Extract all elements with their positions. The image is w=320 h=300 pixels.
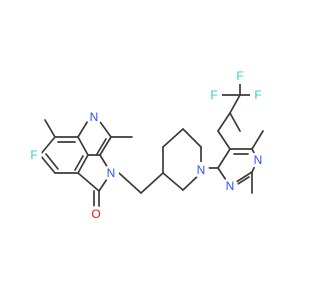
- bond: [229, 94, 241, 114]
- bond: [182, 128, 202, 148]
- fluorine-label: F: [254, 88, 261, 102]
- bond: [74, 155, 84, 171]
- bond: [39, 136, 56, 156]
- nitrogen-label: N: [254, 153, 263, 167]
- nitrogen-label: N: [107, 166, 116, 180]
- oxygen-label: O: [91, 207, 100, 221]
- molecule-structure-diagram: F N N O N N N F F F: [26, 68, 266, 222]
- nitrogen-label: N: [90, 110, 99, 124]
- bond: [77, 118, 90, 138]
- bond: [217, 112, 231, 132]
- bond: [77, 154, 89, 174]
- fluorine-label: F: [236, 69, 243, 83]
- bond: [251, 130, 264, 150]
- bond: [77, 136, 89, 156]
- fluorine-label: F: [30, 148, 37, 162]
- bond: [229, 112, 241, 132]
- fluorine-label: F: [210, 88, 217, 102]
- bond: [99, 136, 112, 156]
- nitrogen-label: N: [197, 163, 206, 177]
- bond: [118, 172, 142, 194]
- bond: [77, 172, 100, 192]
- atom-labels: F N N O N N N F F F: [26, 68, 266, 222]
- bond: [217, 148, 231, 169]
- bond: [39, 154, 56, 174]
- bond: [162, 128, 184, 148]
- bond: [96, 138, 107, 155]
- bond: [45, 153, 59, 170]
- bond: [217, 130, 231, 150]
- bond: [44, 119, 56, 138]
- bond: [162, 172, 184, 191]
- bond: [140, 172, 164, 194]
- nitrogen-label: N: [226, 179, 235, 193]
